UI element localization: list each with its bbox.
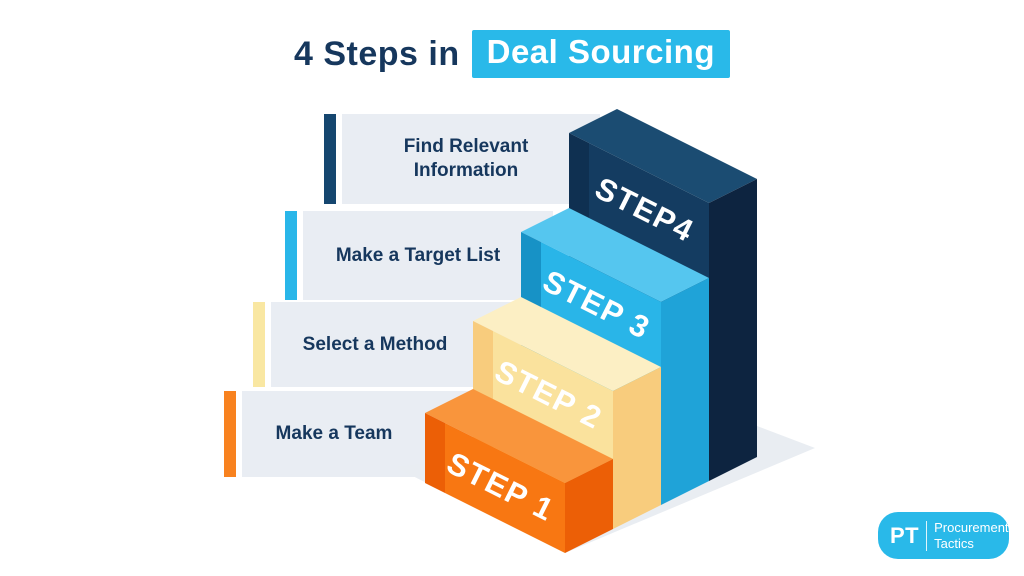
step-2-label: Select a Method	[302, 333, 448, 355]
step-4-label-panel: Find Relevant Information	[342, 114, 600, 204]
step-3-accent-bar	[285, 211, 297, 300]
step-1-row: Make a Team	[224, 391, 490, 477]
step-4-front-face	[589, 143, 709, 481]
step-1-accent-bar	[224, 391, 236, 477]
step-4-side-face	[709, 179, 757, 481]
step-2-side-face	[613, 367, 661, 529]
logo-divider-line	[926, 520, 928, 551]
step-1-side-face	[565, 459, 613, 553]
step-4-row: Find Relevant Information	[324, 114, 600, 204]
logo-name: Procurement Tactics	[934, 520, 1008, 552]
logo-name-line2: Tactics	[934, 535, 974, 551]
logo-name-line1: Procurement	[934, 519, 1009, 535]
step-3-label-panel: Make a Target List	[303, 211, 553, 300]
step-1-label: Make a Team	[275, 423, 393, 445]
procurement-tactics-logo: PT Procurement Tactics	[878, 512, 1009, 559]
step-4-number-text: STEP4	[590, 170, 700, 249]
step-3-label: Make a Target List	[335, 244, 501, 266]
step-1-label-panel: Make a Team	[242, 391, 490, 477]
step-3-row: Make a Target List	[285, 211, 553, 300]
logo-initials: PT	[890, 522, 920, 548]
step-3-number-text: STEP 3	[537, 263, 656, 346]
step-2-label-panel: Select a Method	[271, 302, 521, 387]
step-4-label: Find Relevant Information	[403, 136, 529, 181]
step-2-accent-bar	[253, 302, 265, 387]
page-title: 4 Steps in Deal Sourcing	[0, 30, 1024, 78]
step-3-side-face	[661, 278, 709, 505]
title-highlight-text: Deal Sourcing	[471, 30, 730, 78]
step-2-row: Select a Method	[253, 302, 521, 387]
step-4-accent-bar	[324, 114, 336, 204]
step-3-front-face	[541, 242, 661, 505]
title-prefix-text: 4 Steps in	[294, 34, 460, 73]
